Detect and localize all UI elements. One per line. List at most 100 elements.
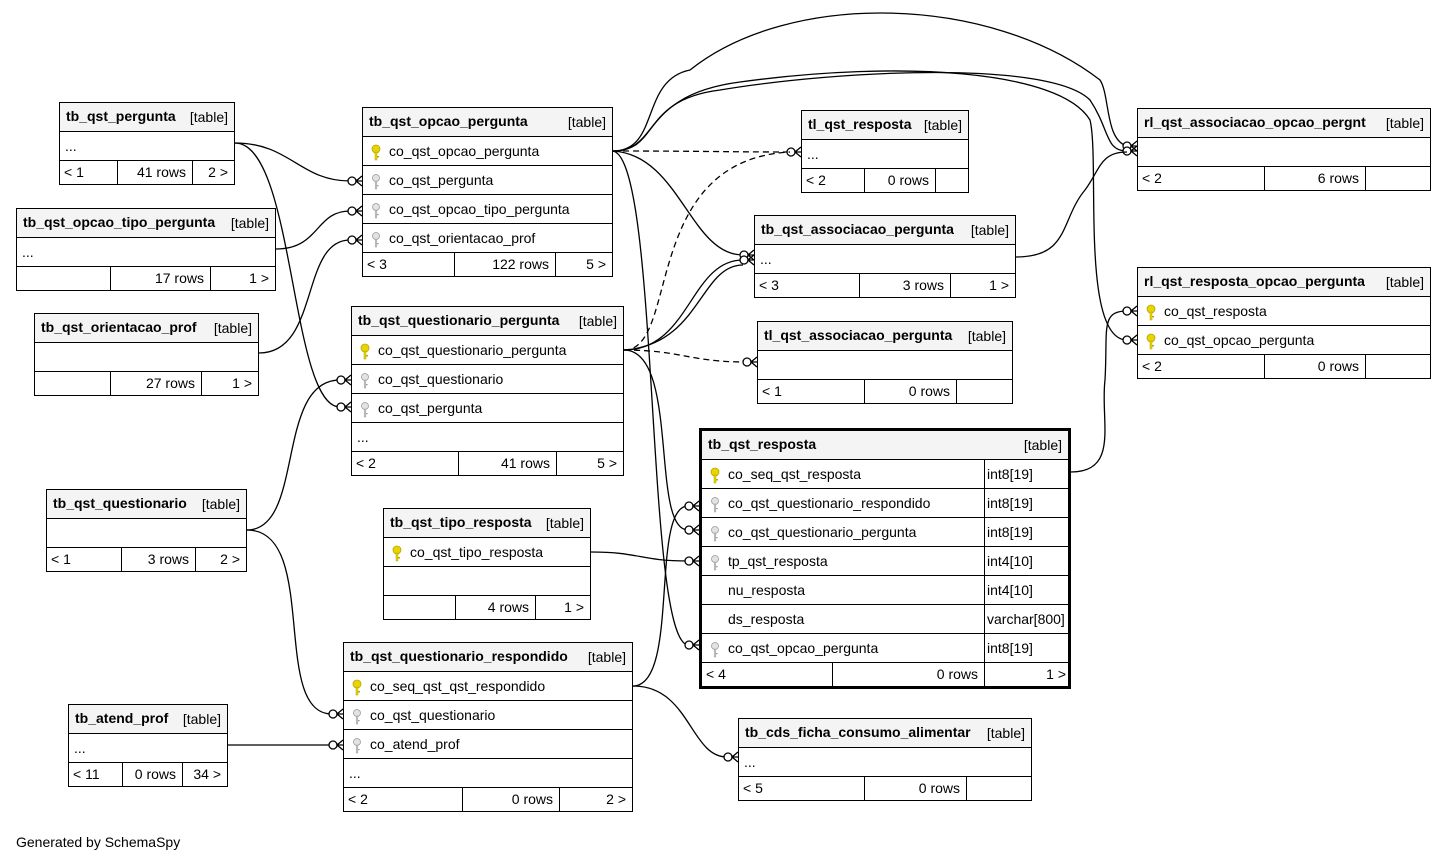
children-count[interactable]: 2 > xyxy=(220,551,240,567)
parents-count[interactable]: < 1 xyxy=(64,164,84,180)
table-name[interactable]: tb_qst_questionario_respondido xyxy=(350,648,568,664)
foreign-key-icon xyxy=(710,554,720,571)
column-row[interactable] xyxy=(35,343,258,372)
table-name[interactable]: tb_qst_orientacao_prof xyxy=(41,319,197,335)
column-row[interactable]: co_qst_questionario_pergunta xyxy=(352,336,623,365)
table-name[interactable]: tb_qst_resposta xyxy=(708,436,817,452)
parents-count[interactable]: < 4 xyxy=(706,666,726,682)
parents-count[interactable]: < 3 xyxy=(367,256,387,272)
parents-count[interactable]: < 1 xyxy=(51,551,71,567)
rel-pergunta-opcao xyxy=(234,142,351,182)
children-count[interactable]: 1 > xyxy=(249,270,269,286)
children-count[interactable]: 2 > xyxy=(208,164,228,180)
parents-count[interactable]: < 5 xyxy=(743,780,763,796)
table-name[interactable]: tb_qst_opcao_pergunta xyxy=(369,113,528,129)
table-tb-qst-questionario-pergunta[interactable]: tb_qst_questionario_pergunta[table]co_qs… xyxy=(351,306,624,476)
parents-count[interactable]: < 2 xyxy=(348,791,368,807)
column-row[interactable]: co_qst_resposta xyxy=(1138,297,1430,326)
column-row[interactable] xyxy=(1138,138,1430,167)
more-columns-row[interactable]: ... xyxy=(60,132,234,161)
parents-count[interactable]: < 2 xyxy=(1142,358,1162,374)
children-count[interactable]: 1 > xyxy=(989,277,1009,293)
table-name[interactable]: tb_qst_questionario_pergunta xyxy=(358,312,560,328)
more-columns-row[interactable]: ... xyxy=(344,759,632,788)
parents-count[interactable]: < 2 xyxy=(806,172,826,188)
parents-count[interactable]: < 2 xyxy=(356,455,376,471)
more-columns-row[interactable]: ... xyxy=(739,748,1031,777)
column-row[interactable]: co_qst_opcao_tipo_pergunta xyxy=(363,195,612,224)
children-count[interactable]: 34 > xyxy=(193,766,221,782)
parents-count[interactable]: < 1 xyxy=(762,383,782,399)
column-name: ... xyxy=(74,740,86,756)
column-row[interactable]: co_qst_questionario xyxy=(344,701,632,730)
table-name[interactable]: tb_qst_questionario xyxy=(53,495,187,511)
footer-divider xyxy=(182,763,183,786)
column-row[interactable]: co_qst_pergunta xyxy=(363,166,612,195)
column-row[interactable]: co_qst_questionario xyxy=(352,365,623,394)
column-row[interactable] xyxy=(384,567,590,596)
parents-count[interactable]: < 3 xyxy=(759,277,779,293)
children-count[interactable]: 1 > xyxy=(564,599,584,615)
table-name[interactable]: tb_cds_ficha_consumo_alimentar xyxy=(745,724,971,740)
table-tb-qst-opcao-pergunta[interactable]: tb_qst_opcao_pergunta[table]co_qst_opcao… xyxy=(362,107,613,277)
table-name[interactable]: tb_atend_prof xyxy=(75,710,169,726)
table-name[interactable]: tb_qst_tipo_resposta xyxy=(390,514,532,530)
table-tb-qst-resposta[interactable]: tb_qst_resposta[table]co_seq_qst_respost… xyxy=(699,428,1071,689)
column-name: co_qst_opcao_pergunta xyxy=(1164,332,1315,348)
children-count[interactable]: 2 > xyxy=(606,791,626,807)
children-count[interactable]: 5 > xyxy=(597,455,617,471)
more-columns-row[interactable]: ... xyxy=(69,734,227,763)
more-columns-row[interactable]: ... xyxy=(755,245,1015,274)
table-name[interactable]: tl_qst_associacao_pergunta xyxy=(764,327,953,343)
table-name[interactable]: rl_qst_associacao_opcao_pergnt xyxy=(1144,114,1366,130)
column-row[interactable]: co_qst_pergunta xyxy=(352,394,623,423)
table-tb-qst-opcao-tipo-pergunta[interactable]: tb_qst_opcao_tipo_pergunta[table]...17 r… xyxy=(16,208,276,291)
more-columns-row[interactable]: ... xyxy=(17,238,275,267)
table-name[interactable]: tb_qst_opcao_tipo_pergunta xyxy=(23,214,216,230)
column-row[interactable]: co_atend_prof xyxy=(344,730,632,759)
more-columns-row[interactable]: ... xyxy=(352,423,623,452)
column-row[interactable]: co_seq_qst_qst_respondido xyxy=(344,672,632,701)
column-name: co_qst_questionario_pergunta xyxy=(728,524,917,540)
children-count[interactable]: 1 > xyxy=(232,375,252,391)
column-row[interactable]: co_qst_opcao_pergunta xyxy=(363,137,612,166)
column-row[interactable]: co_qst_opcao_pergunta xyxy=(1138,326,1430,355)
column-row[interactable]: co_qst_orientacao_prof xyxy=(363,224,612,253)
rel-opcao-tlresp xyxy=(612,150,791,153)
table-tb-qst-questionario-respondido[interactable]: tb_qst_questionario_respondido[table]co_… xyxy=(343,642,633,812)
children-count[interactable]: 5 > xyxy=(586,256,606,272)
parents-count[interactable]: < 2 xyxy=(1142,170,1162,186)
table-name[interactable]: tl_qst_resposta xyxy=(808,116,912,132)
table-name[interactable]: tb_qst_associacao_pergunta xyxy=(761,221,954,237)
column-row[interactable] xyxy=(758,351,1012,380)
column-row[interactable] xyxy=(47,519,246,548)
table-name[interactable]: rl_qst_resposta_opcao_pergunta xyxy=(1144,273,1365,289)
children-count[interactable]: 1 > xyxy=(1046,666,1066,682)
parents-count[interactable]: < 11 xyxy=(73,766,100,782)
table-rl-qst-resposta-opcao-pergunta[interactable]: rl_qst_resposta_opcao_pergunta[table]co_… xyxy=(1137,267,1431,379)
more-columns-row[interactable]: ... xyxy=(802,140,968,169)
table-tb-qst-tipo-resposta[interactable]: tb_qst_tipo_resposta[table]co_qst_tipo_r… xyxy=(383,508,591,620)
table-tb-cds-ficha-consumo-alimentar[interactable]: tb_cds_ficha_consumo_alimentar[table]...… xyxy=(738,718,1032,801)
table-name[interactable]: tb_qst_pergunta xyxy=(66,108,176,124)
table-rl-qst-associacao-opcao-pergnt[interactable]: rl_qst_associacao_opcao_pergnt[table]< 2… xyxy=(1137,108,1431,191)
column-row[interactable]: co_qst_tipo_resposta xyxy=(384,538,590,567)
